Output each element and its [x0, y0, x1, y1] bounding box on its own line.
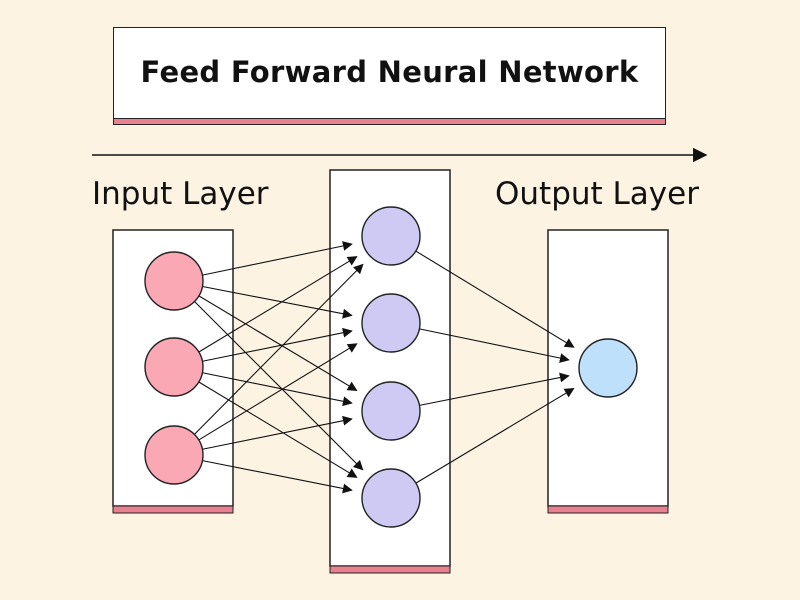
- connection-input-0-to-hidden-3: [194, 301, 364, 471]
- connection-hidden-1-to-output-0: [419, 328, 570, 363]
- output-layer-label: Output Layer: [495, 176, 699, 212]
- title-accent-bar: [113, 118, 666, 125]
- input-neuron-3: [144, 425, 204, 485]
- connection-input-1-to-hidden-1: [202, 327, 353, 362]
- hidden-neuron-2: [361, 293, 421, 353]
- connection-hidden-0-to-output-0: [415, 250, 575, 348]
- connection-input-0-to-hidden-2: [198, 295, 358, 391]
- input-layer-accent-bar: [112, 505, 234, 514]
- input-neuron-2: [144, 337, 204, 397]
- connection-input-2-to-hidden-0: [194, 263, 364, 435]
- page-title: Feed Forward Neural Network: [140, 55, 639, 89]
- input-layer-label: Input Layer: [92, 176, 269, 212]
- hidden-layer-accent-bar: [329, 565, 451, 574]
- connection-input-1-to-hidden-3: [198, 381, 358, 478]
- hidden-neuron-4: [361, 468, 421, 528]
- title-box: [113, 27, 666, 120]
- hidden-neuron-3: [361, 381, 421, 441]
- connection-input-1-to-hidden-2: [202, 372, 353, 407]
- input-neuron-1: [144, 251, 204, 311]
- connection-input-2-to-hidden-2: [202, 415, 353, 450]
- connection-input-2-to-hidden-3: [202, 460, 353, 494]
- connection-hidden-3-to-output-0: [415, 388, 575, 484]
- connection-hidden-2-to-output-0: [419, 372, 570, 406]
- connection-input-0-to-hidden-0: [202, 241, 353, 276]
- connection-input-0-to-hidden-1: [202, 285, 353, 319]
- output-layer-accent-bar: [547, 505, 669, 514]
- hidden-neuron-1: [361, 206, 421, 266]
- connection-input-2-to-hidden-1: [198, 343, 358, 441]
- output-neuron-1: [578, 338, 638, 398]
- connection-input-1-to-hidden-0: [198, 256, 358, 353]
